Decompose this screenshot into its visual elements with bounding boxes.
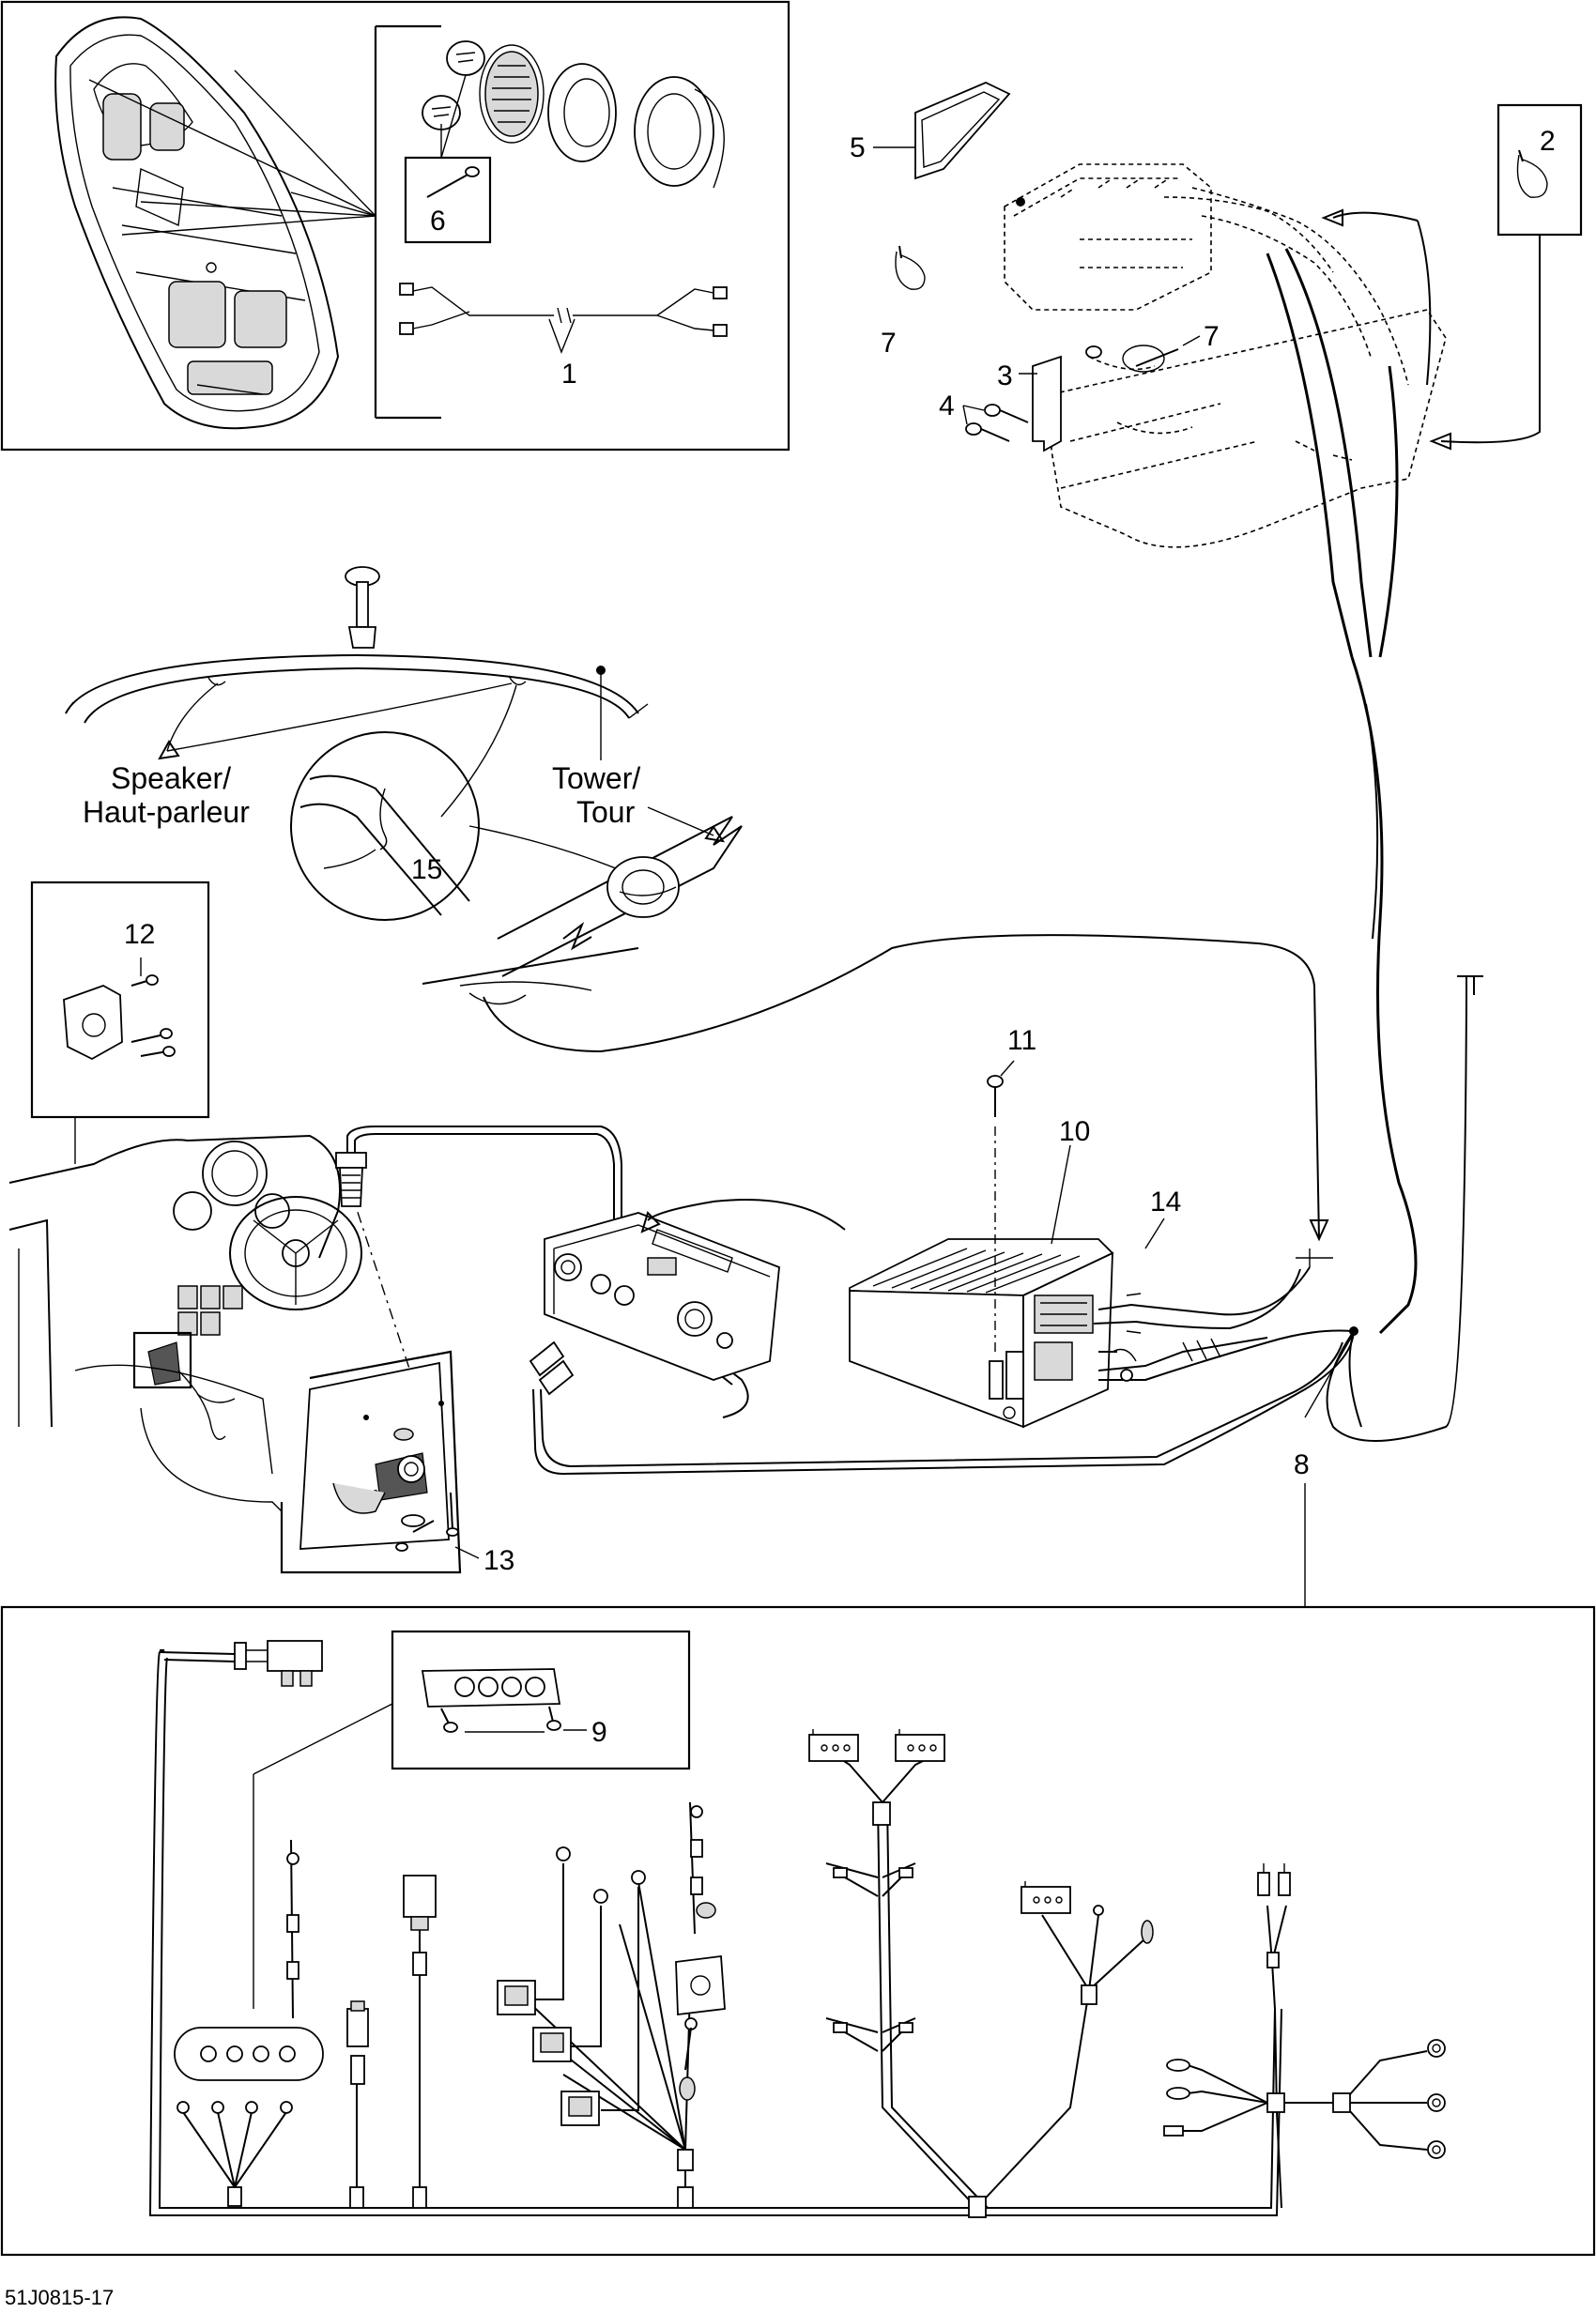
harness-main-connector — [234, 1640, 323, 1687]
callout-7-right: 7 — [1204, 321, 1220, 352]
stereo-remote-unit — [544, 1199, 846, 1381]
remote-location-box — [132, 1331, 192, 1389]
callout-4: 4 — [939, 391, 955, 421]
tower-speaker-section: Speaker/ Haut-parleur Tower/ Tour 15 — [65, 566, 1329, 1242]
callout-2: 2 — [1540, 126, 1556, 157]
speaker-exploded-parts — [399, 40, 728, 354]
amplifier — [849, 1238, 1114, 1429]
amp-power-terminal — [1034, 1341, 1073, 1381]
speaker-label-line2: Haut-parleur — [83, 795, 250, 829]
cable-tie-icon — [1516, 149, 1548, 198]
radio-body — [1004, 163, 1409, 386]
ground-branch — [176, 2101, 293, 2207]
remote-connector — [335, 1152, 367, 1207]
speaker-wire-harness — [399, 283, 728, 354]
harness-layout-inset: 9 — [0, 1605, 1596, 2257]
callout-1: 1 — [561, 359, 577, 390]
amp-power-wires — [1097, 1329, 1353, 1382]
callout-13: 13 — [483, 1545, 514, 1576]
harness-central-branch — [808, 1729, 1154, 2218]
speaker-body-icon — [634, 76, 714, 187]
speaker-grille-icon — [484, 51, 539, 137]
callout-9: 9 — [591, 1717, 607, 1748]
cable-tie-icon — [895, 245, 926, 290]
tower-label-line2: Tour — [576, 795, 636, 829]
callout-10: 10 — [1059, 1116, 1090, 1147]
rca-plugs — [529, 1340, 575, 1396]
callout-15: 15 — [411, 854, 442, 885]
callout-8: 8 — [1294, 1449, 1310, 1480]
magnifier-circle — [290, 731, 480, 921]
remote-detail-panel — [280, 1350, 462, 1574]
screw-12-box — [30, 881, 210, 1119]
amp-speaker-wires — [1093, 1248, 1333, 1334]
radio-bezel — [914, 82, 1011, 180]
dashboard-outline — [1051, 309, 1447, 548]
harness-inset-frame — [0, 1605, 1596, 2257]
dashboard-section: 12 — [8, 881, 749, 1576]
speaker-bezel-icon — [547, 63, 617, 162]
head-unit-assembly: 5 3 — [850, 82, 1583, 1335]
mounting-bracket — [1032, 345, 1102, 452]
ground-bus-bar — [174, 1839, 324, 2081]
tower-label-line1: Tower/ — [552, 761, 640, 795]
figure-code: 51J0815-17 — [5, 2286, 114, 2309]
inset-frame — [0, 0, 790, 452]
inset-speaker-kit: 6 1 — [0, 0, 790, 452]
harness-branch-switches — [497, 1846, 694, 2209]
boat-hull-top-view — [54, 16, 340, 430]
screw-6-box — [404, 156, 492, 244]
harness-branch-connector-a — [346, 2000, 369, 2209]
callout-6: 6 — [430, 206, 446, 237]
callout-3: 3 — [997, 360, 1013, 391]
mounting-screws — [965, 404, 1029, 442]
switch-panel — [177, 1285, 243, 1336]
switch-panel-9-box — [391, 1630, 691, 1770]
callout-14: 14 — [1150, 1187, 1181, 1218]
remote-bracket — [63, 974, 176, 1061]
amp-screw — [987, 1075, 1004, 1352]
callout-12: 12 — [124, 919, 155, 950]
tower-tube — [497, 816, 743, 977]
cable-tie-mounted-icon — [1122, 345, 1179, 373]
callout-5: 5 — [850, 132, 866, 163]
harness-branch-connector-b — [403, 1875, 437, 2209]
callout-11: 11 — [1007, 1025, 1036, 1056]
stereo-switch-panel — [421, 1668, 561, 1733]
harness-rca-branch — [1163, 1863, 1446, 2209]
speaker-label-line1: Speaker/ — [111, 761, 231, 795]
callout-7-left: 7 — [881, 328, 897, 359]
speaker-screw-cap-icon — [446, 40, 485, 76]
harness-branch-relay — [675, 1801, 726, 2151]
